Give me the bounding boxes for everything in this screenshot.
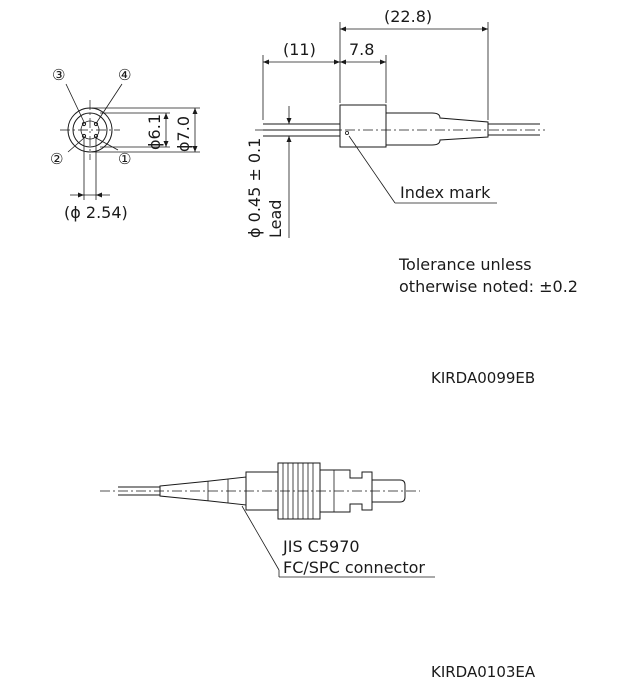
package-body — [339, 104, 387, 148]
arrow-icon — [286, 118, 292, 124]
arrow-icon — [78, 192, 84, 198]
pin-1 — [93, 133, 99, 139]
arrow-icon — [163, 113, 169, 119]
dim-body-label: 7.8 — [349, 40, 374, 59]
arrow-icon — [482, 26, 488, 32]
dim-70-label: ϕ7.0 — [174, 116, 193, 152]
pin-4 — [93, 121, 99, 127]
pin-label-4: ④ — [118, 66, 131, 84]
connector-front — [319, 469, 373, 513]
leader-connector — [241, 505, 280, 571]
pin-label-2: ② — [50, 150, 63, 168]
arrow-icon — [380, 59, 386, 65]
connector-drawing: JIS C5970 FC/SPC connector — [100, 462, 435, 578]
tolerance-note-line2: otherwise noted: ±0.2 — [399, 277, 578, 296]
dim-pin-circle-label: (ϕ 2.54) — [64, 203, 128, 222]
pin-label-3: ③ — [52, 66, 65, 84]
dim-61-label: ϕ6.1 — [145, 114, 164, 150]
leader-pin-2 — [67, 137, 85, 153]
arrow-icon — [263, 59, 269, 65]
arrow-icon — [286, 136, 292, 142]
arrow-icon — [192, 108, 198, 114]
arrow-icon — [334, 59, 340, 65]
arrow-icon — [163, 141, 169, 147]
arrow-icon — [192, 146, 198, 152]
tolerance-note-line1: Tolerance unless — [398, 255, 532, 274]
index-mark-label: Index mark — [400, 183, 491, 202]
index-mark — [344, 130, 349, 135]
dim-overall-label: (22.8) — [384, 7, 432, 26]
fiber-boot — [386, 112, 489, 146]
arrow-icon — [96, 192, 102, 198]
drawing-code-bottom: KIRDA0103EA — [431, 663, 536, 681]
leader-pin-1 — [95, 137, 119, 151]
dim-lead-dia-label: ϕ 0.45 ± 0.1 — [245, 138, 264, 238]
side-view: Index mark (22.8) (11) 7.8 ϕ 0.45 ± 0.1 … — [245, 7, 545, 238]
arrow-icon — [340, 26, 346, 32]
arrow-icon — [340, 59, 346, 65]
drawing-code-top: KIRDA0099EB — [431, 369, 535, 387]
connector-label-line2: FC/SPC connector — [283, 558, 425, 577]
lead-label: Lead — [266, 200, 285, 238]
end-view: ③ ④ ② ① (ϕ 2.54) ϕ6.1 ϕ7.0 — [50, 66, 200, 222]
leader-pin-4 — [96, 83, 123, 123]
connector-label-line1: JIS C5970 — [282, 537, 360, 556]
pin-2 — [81, 133, 87, 139]
leader-index-mark — [348, 135, 396, 204]
pin-3 — [81, 121, 87, 127]
dim-lead-length-label: (11) — [283, 40, 316, 59]
leader-pin-3 — [65, 83, 85, 123]
pin-label-1: ① — [118, 150, 131, 168]
